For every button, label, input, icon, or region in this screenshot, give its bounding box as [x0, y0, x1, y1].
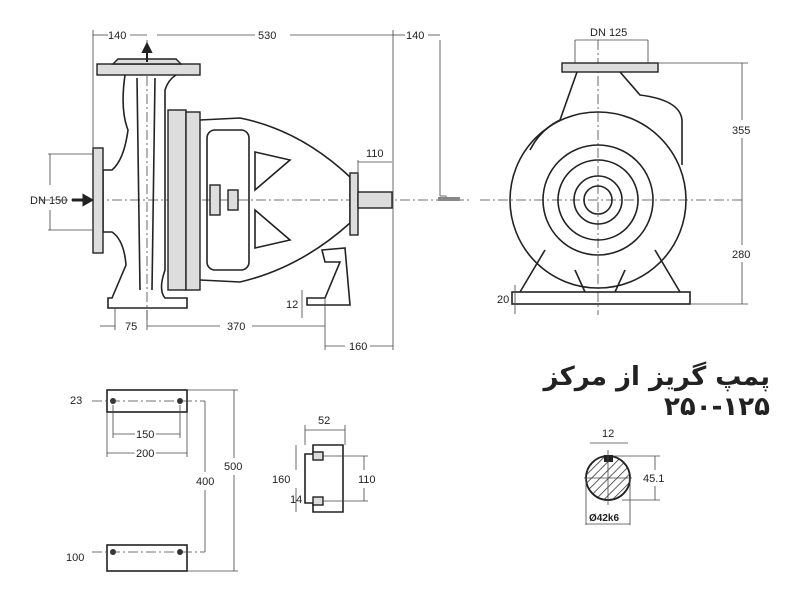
pump-foot	[511, 291, 691, 305]
dim-diameter: Ø42k6	[589, 513, 619, 524]
foot-detail: 52 160 110 14	[272, 415, 376, 513]
front-view: DN 125 355 280 20	[480, 27, 750, 315]
discharge-flange	[96, 63, 201, 76]
discharge-arrow-icon	[141, 41, 153, 62]
dim-key-width: 12	[602, 428, 614, 440]
inlet-flange	[92, 147, 104, 254]
dim-foot-height: 12	[286, 299, 298, 311]
outlet-label: DN 125	[590, 27, 627, 39]
base-plate-bottom	[106, 544, 188, 572]
dim-plate-height: 100	[66, 552, 84, 564]
dim-lower-height: 280	[732, 249, 750, 261]
drawing-title: پمپ گریز از مرکز ۱۲۵-۲۵۰	[543, 362, 770, 422]
dim-foot-left: 75	[125, 321, 137, 333]
dim-width: 52	[318, 415, 330, 427]
dim-slot-spacing: 110	[358, 474, 376, 486]
dim-total-length: 500	[224, 461, 242, 473]
inlet-arrow-icon	[72, 193, 95, 207]
shaft	[357, 191, 393, 209]
dim-shaft-end: 110	[366, 148, 384, 160]
dim-foot-thickness: 20	[497, 294, 509, 306]
dim-height: 160	[272, 474, 290, 486]
dim-suction-offset: 140	[108, 30, 126, 42]
dim-foot-spacing: 370	[227, 321, 245, 333]
base-plates: 23 150 200 400 500 100	[66, 389, 242, 572]
dim-hole-spacing: 150	[136, 429, 154, 441]
side-view: 140 530 140 110 DN 150 75 370 160 12	[30, 30, 470, 353]
dim-plate-spacing: 400	[196, 476, 214, 488]
dim-plate-width: 200	[136, 448, 154, 460]
dim-hole-offset: 23	[70, 395, 82, 407]
dim-shaft-removal: 140	[406, 30, 424, 42]
dim-key-depth: 45.1	[643, 473, 664, 485]
inlet-label: DN 150	[30, 195, 67, 207]
dim-upper-height: 355	[732, 125, 750, 137]
dim-length: 530	[258, 30, 276, 42]
dim-foot-right: 160	[349, 341, 367, 353]
outlet-flange	[561, 62, 659, 73]
dim-slot: 14	[290, 494, 302, 506]
shaft-section: 12 45.1 Ø42k6	[584, 428, 664, 525]
